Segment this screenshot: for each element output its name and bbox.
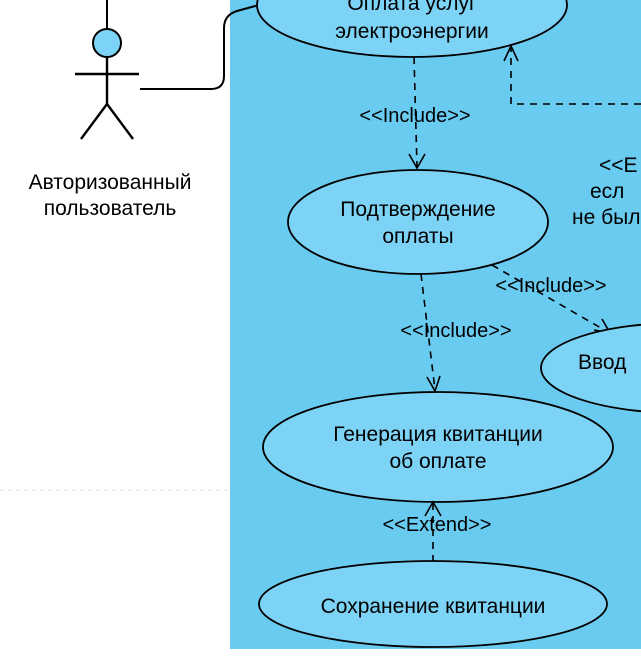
edge-label-include3: <<Include>> <box>400 320 511 342</box>
edge-line <box>491 264 609 333</box>
edge-extend-save-receipt[interactable]: <<Extend>> <box>383 500 492 562</box>
usecase-payment-ellipse <box>256 0 568 58</box>
usecase-save-label: Сохранение квитанции <box>321 595 546 618</box>
edge-line <box>413 56 418 168</box>
arrowhead-up-icon <box>503 44 519 62</box>
usecase-payment-label-line2: электроэнергии <box>335 20 488 43</box>
usecase-receipt-label-line2: об оплате <box>389 450 486 473</box>
actor-label-line1: Авторизованный <box>29 171 192 194</box>
usecase-confirmation-ellipse <box>287 169 549 275</box>
usecase-save[interactable]: Сохранение квитанции <box>258 560 608 648</box>
usecase-payment[interactable]: Оплата услуг электроэнергии <box>256 0 568 58</box>
edge-actor-payment[interactable] <box>140 4 260 90</box>
usecase-confirmation-label-line2: оплаты <box>382 225 453 248</box>
edge-include-confirmation-receipt[interactable]: <<Include>> <box>400 273 512 393</box>
note-line3: не был <box>572 206 641 229</box>
usecase-save-ellipse <box>258 560 608 648</box>
usecase-receipt[interactable]: Генерация квитанции об оплате <box>262 391 614 503</box>
usecase-confirmation[interactable]: Подтверждение оплаты <box>287 169 549 275</box>
edge-include-payment-confirmation[interactable]: <<Include>> <box>359 56 471 170</box>
edge-line <box>510 48 641 105</box>
usecase-input-label: Ввод <box>578 351 626 374</box>
usecase-input[interactable]: Ввод <box>540 323 641 413</box>
arrowhead-down-icon <box>408 153 426 170</box>
usecase-input-ellipse <box>540 323 641 413</box>
edge-label-include2: <<Include>> <box>495 275 606 297</box>
usecase-receipt-label-line1: Генерация квитанции <box>333 423 542 446</box>
system-boundary[interactable] <box>230 0 641 649</box>
arrowhead-up-icon <box>424 500 442 517</box>
usecase-receipt-ellipse <box>262 391 614 503</box>
actor-label-line2: пользователь <box>44 197 177 220</box>
note-line1: <<E <box>599 154 638 177</box>
note-line2: есл <box>590 180 624 203</box>
actor-leg-right <box>106 103 134 140</box>
usecase-confirmation-label-line1: Подтверждение <box>340 198 495 221</box>
actor-head <box>92 28 122 58</box>
usecase-payment-label-line1: Оплата услуг <box>347 0 477 15</box>
note-extend-condition: <<E есл не был <box>572 154 641 229</box>
edge-label-extend: <<Extend>> <box>383 514 492 536</box>
actor-authorized-user[interactable]: Авторизованный пользователь <box>29 28 192 220</box>
actor-leg-left <box>80 103 108 140</box>
arrowhead-down-icon <box>426 375 441 393</box>
edge-label-include1: <<Include>> <box>359 105 470 127</box>
edge-line <box>420 273 436 391</box>
edge-extend-offscreen-payment[interactable] <box>503 44 641 105</box>
